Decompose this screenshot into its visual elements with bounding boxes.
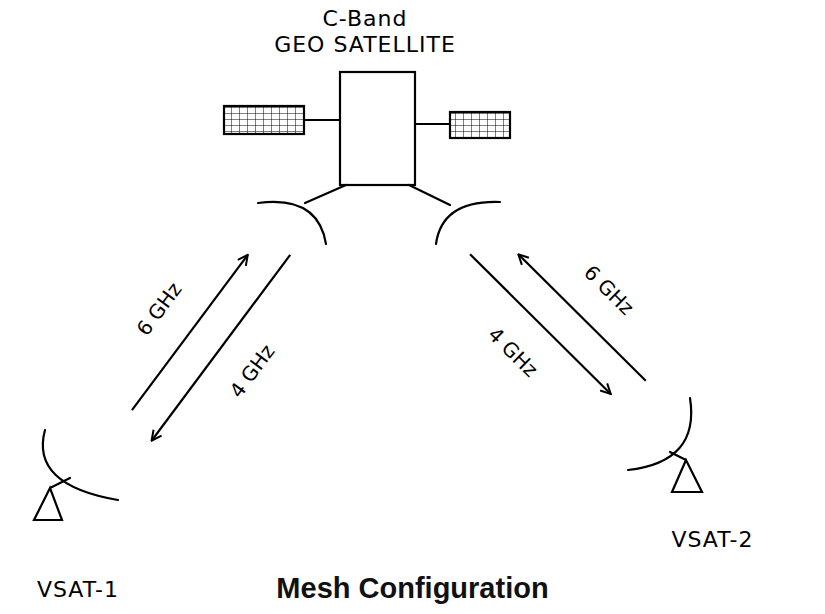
solar-panel: [224, 106, 304, 134]
dish-arm: [409, 185, 450, 205]
vsat-dish: [43, 430, 118, 500]
satellite-node: C-BandGEO SATELLITE: [215, 2, 515, 250]
frequency-label: 4 GHz: [224, 339, 280, 404]
figure-caption: Mesh Configuration: [0, 570, 825, 606]
node-heading: VSAT-1: [37, 577, 119, 603]
dish-arm: [305, 185, 346, 203]
panel-arm: [304, 119, 340, 121]
vsat-node: VSAT-2: [615, 385, 810, 557]
node-heading: C-Band: [323, 6, 408, 32]
satellite-dish: [436, 202, 500, 244]
panel-arm: [415, 123, 450, 125]
vsat-mount: [670, 452, 702, 492]
node-text: GEO SATELLITE: [274, 32, 456, 58]
vsat-mount: [34, 478, 70, 520]
frequency-label: 6 GHz: [131, 277, 187, 342]
vsat-node: VSAT-1: [8, 415, 148, 607]
frequency-label: 4 GHz: [482, 321, 543, 382]
solar-panel: [450, 112, 510, 138]
satellite-body: [340, 72, 415, 185]
vsat-dish: [628, 398, 691, 470]
frequency-label: 6 GHz: [579, 259, 640, 320]
node-heading: VSAT-2: [671, 527, 753, 553]
satellite-dish: [258, 202, 326, 244]
